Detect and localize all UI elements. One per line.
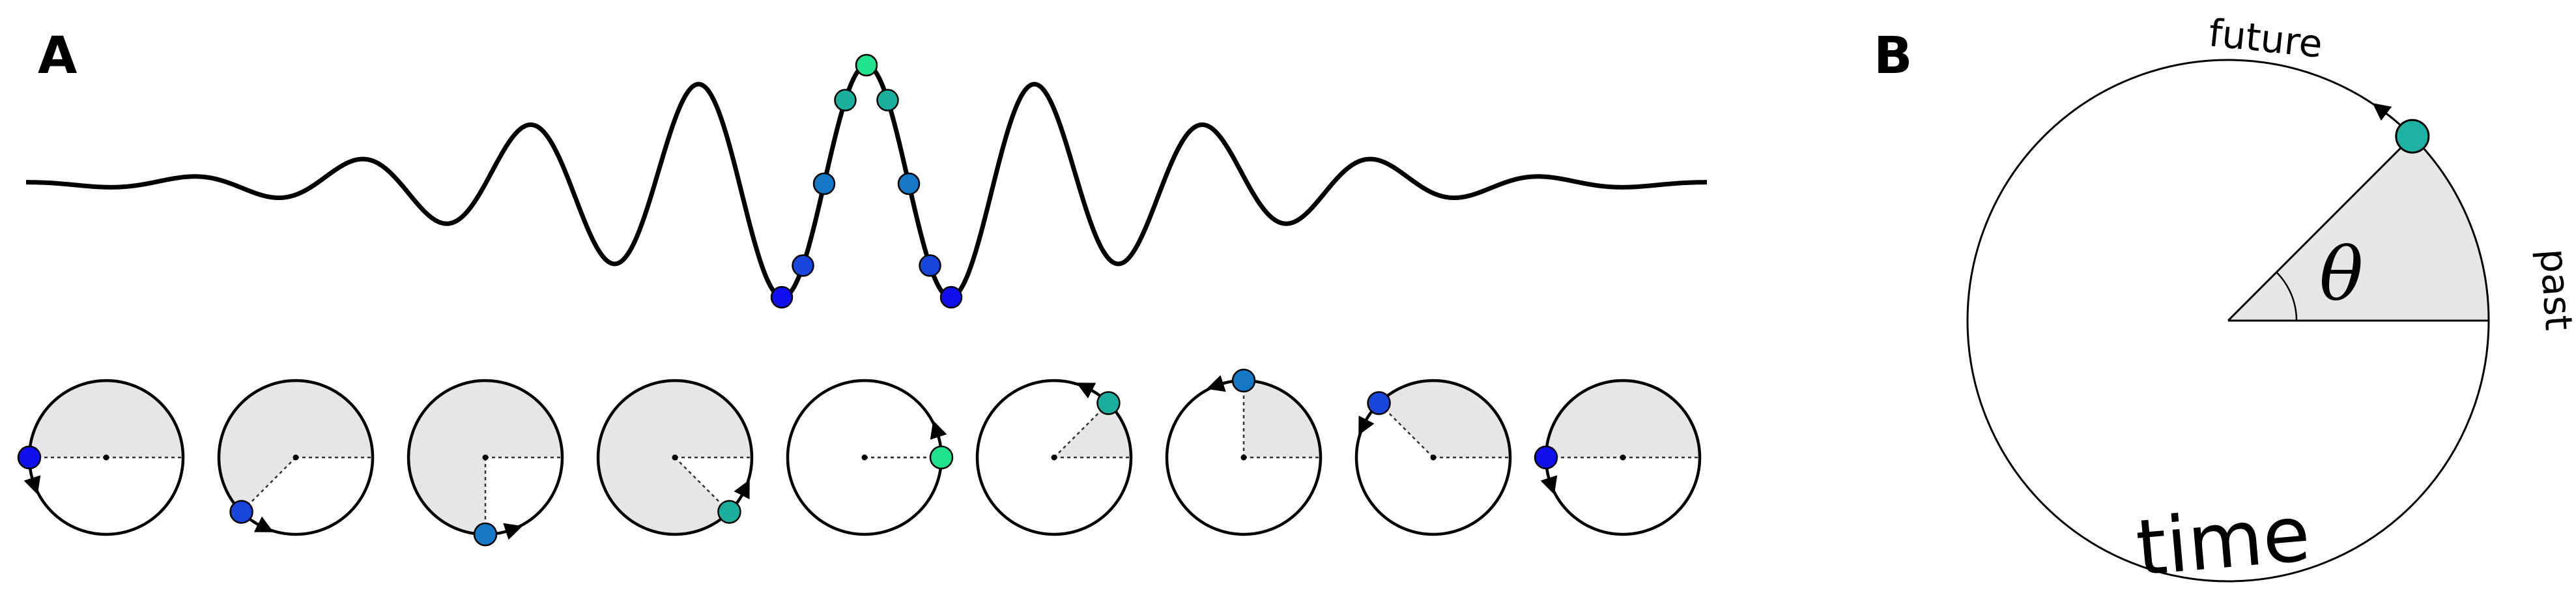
past-label: past: [2531, 247, 2576, 332]
center-dot: [861, 454, 868, 461]
center-dot: [1430, 454, 1437, 461]
wave-sample-point: [855, 53, 878, 77]
center-dot: [103, 454, 109, 461]
phase-radius: [2227, 136, 2413, 322]
phase-marker: [229, 500, 253, 524]
direction-arrow: [503, 523, 523, 540]
direction-arrow: [1206, 375, 1226, 392]
phase-sector: [1379, 380, 1510, 457]
time-label: time: [2133, 488, 2314, 593]
phase-circle: [217, 379, 375, 536]
phase-circle-diagram: [1966, 59, 2490, 583]
phase-circle-row: [17, 368, 1702, 547]
wave-sample-point: [876, 89, 899, 111]
direction-arrow: [734, 480, 750, 500]
phase-marker: [929, 445, 954, 470]
phase-sector: [219, 381, 373, 512]
center-dot: [482, 454, 489, 461]
circle-outline: [217, 379, 375, 536]
phase-circle: [596, 379, 754, 536]
panel-b-label: B: [1874, 27, 1912, 85]
circle-outline: [975, 379, 1133, 536]
theta-sector: [2228, 136, 2489, 321]
phase-marker: [717, 500, 741, 524]
circle-outline: [596, 379, 754, 536]
wave-sample-point: [834, 89, 857, 111]
wave-sample-point: [812, 172, 836, 195]
phase-marker: [1231, 368, 1256, 393]
phase-circle: [1165, 368, 1323, 536]
phase-marker: [17, 445, 42, 470]
direction-arrow: [1076, 383, 1096, 399]
phase-marker: [473, 522, 498, 547]
phase-circle: [1534, 379, 1702, 536]
wave-packet: [25, 63, 1708, 300]
wave-sample-point: [919, 254, 941, 277]
wave-sample-point: [770, 285, 794, 309]
center-dot: [1051, 454, 1057, 461]
phase-sector: [1244, 381, 1321, 457]
direction-arrow: [23, 475, 41, 495]
direction-arrow: [1540, 475, 1558, 495]
phase-circle: [17, 379, 185, 536]
phase-circle: [975, 379, 1133, 536]
future-label: future: [2207, 10, 2325, 66]
angle-theta-label: θ: [2319, 233, 2363, 317]
phase-circle: [1354, 379, 1512, 536]
wave-sample-points: [770, 53, 963, 309]
center-dot: [1240, 454, 1247, 461]
wave-curve: [25, 63, 1708, 300]
center-dot: [672, 454, 678, 461]
angle-arc: [2276, 271, 2298, 321]
wave-sample-point: [792, 254, 814, 277]
direction-arrow: [253, 516, 274, 532]
phase-circle: [786, 379, 954, 536]
phase-sector: [29, 381, 183, 457]
phase-marker: [1534, 445, 1558, 470]
center-dot: [293, 454, 299, 461]
direction-arrow: [930, 420, 947, 440]
panel-a: A: [17, 27, 1708, 547]
direction-arrow: [2372, 103, 2393, 121]
phase-marker: [2395, 119, 2430, 154]
wave-sample-point: [939, 285, 963, 309]
phase-marker: [1367, 391, 1391, 415]
phase-marker: [1096, 391, 1121, 415]
direction-arrow: [1358, 415, 1375, 435]
phase-sector: [1546, 381, 1700, 457]
panel-a-label: A: [38, 27, 77, 85]
center-dot: [1620, 454, 1626, 461]
phase-circle: [407, 379, 564, 547]
circle-outline: [1354, 379, 1512, 536]
wave-sample-point: [897, 172, 921, 195]
panel-b: B future past time θ: [1874, 10, 2576, 593]
phase-sector: [1054, 403, 1131, 457]
